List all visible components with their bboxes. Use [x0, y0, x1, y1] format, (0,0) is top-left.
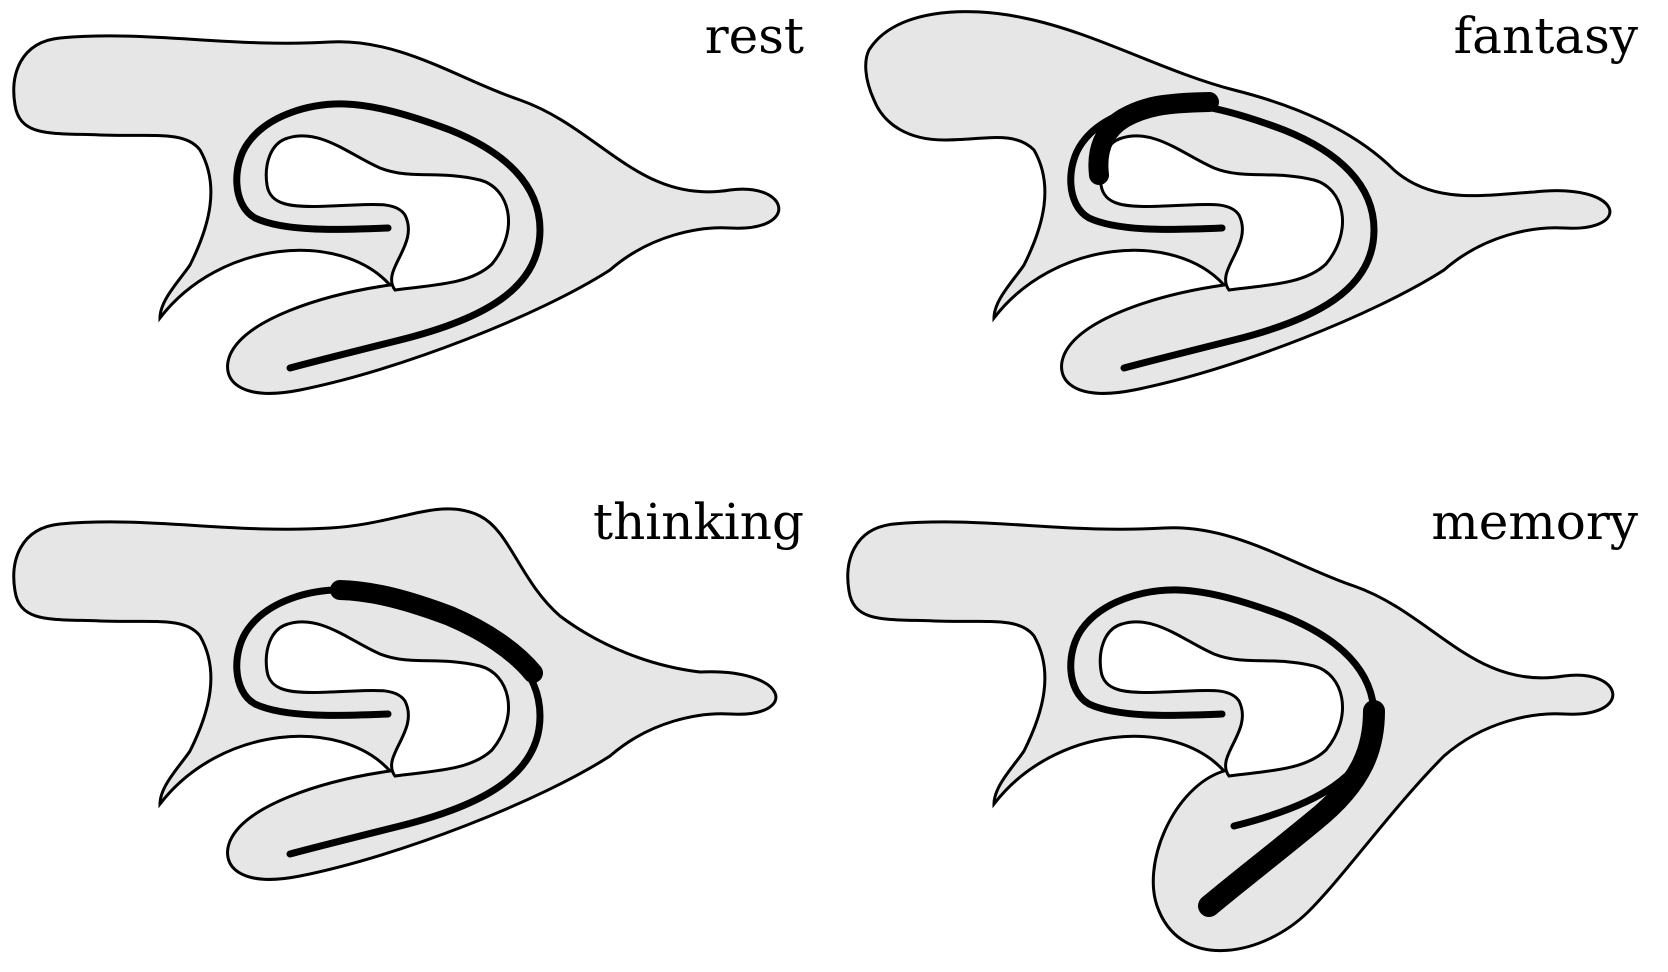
- panel-memory: memory: [834, 486, 1668, 972]
- shape-rest: [0, 0, 834, 486]
- panel-label: fantasy: [1454, 6, 1638, 66]
- shape-fantasy: [834, 0, 1668, 486]
- panel-label: rest: [705, 6, 804, 66]
- panel-rest: rest: [0, 0, 834, 486]
- panel-label: thinking: [593, 492, 804, 552]
- panel-fantasy: fantasy: [834, 0, 1668, 486]
- panel-thinking: thinking: [0, 486, 834, 972]
- shape-thinking: [0, 486, 834, 972]
- shape-memory: [834, 486, 1668, 972]
- panel-label: memory: [1431, 492, 1638, 552]
